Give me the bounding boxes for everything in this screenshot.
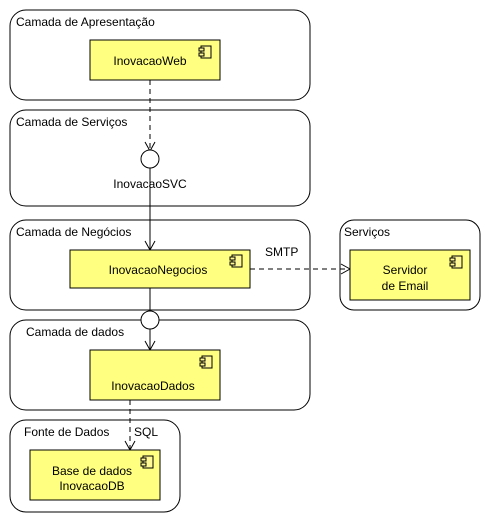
component-inovacao-negocios: InovacaoNegocios (69, 249, 251, 289)
component-inovacao-dados-label: InovacaoDados (111, 379, 194, 393)
component-inovacao-negocios-box (69, 249, 251, 289)
component-inovacao-dados-box (89, 349, 221, 401)
component-base-de-dados-label-line2: InovacaoDB (59, 479, 124, 493)
component-inovacao-web-label: InovacaoWeb (113, 54, 186, 68)
layer-datasource-label: Fonte de Dados (24, 425, 109, 439)
component-inovacao-web-box (89, 39, 221, 81)
component-base-de-dados: Base de dados InovacaoDB (29, 449, 161, 501)
layer-business-label: Camada de Negócios (16, 225, 131, 239)
data-interface-icon (140, 310, 160, 330)
component-servidor-de-email-label-line2: de Email (382, 279, 429, 293)
component-base-de-dados-box (29, 449, 161, 501)
component-inovacao-negocios-label: InovacaoNegocios (109, 263, 208, 277)
component-inovacao-dados: InovacaoDados (89, 349, 221, 401)
svc-interface-icon (140, 149, 160, 169)
layer-data-label: Camada de dados (26, 325, 124, 339)
component-icon (229, 254, 243, 268)
smtp-label: SMTP (265, 245, 298, 259)
layer-presentation-label: Camada de Apresentação (16, 15, 155, 29)
component-inovacao-web: InovacaoWeb (89, 39, 221, 81)
layer-services (9, 109, 311, 207)
component-servidor-de-email-label-line1: Servidor (383, 263, 428, 277)
component-icon (449, 255, 463, 269)
component-servidor-de-email: Servidor de Email (349, 249, 471, 301)
component-base-de-dados-label-line1: Base de dados (52, 464, 132, 478)
component-icon (140, 455, 154, 469)
component-icon (198, 45, 212, 59)
svc-interface-label: InovacaoSVC (113, 177, 187, 191)
layer-external-services-label: Serviços (344, 225, 390, 239)
sql-label: SQL (134, 425, 158, 439)
component-icon (199, 355, 213, 369)
layer-services-label: Camada de Serviços (16, 115, 127, 129)
